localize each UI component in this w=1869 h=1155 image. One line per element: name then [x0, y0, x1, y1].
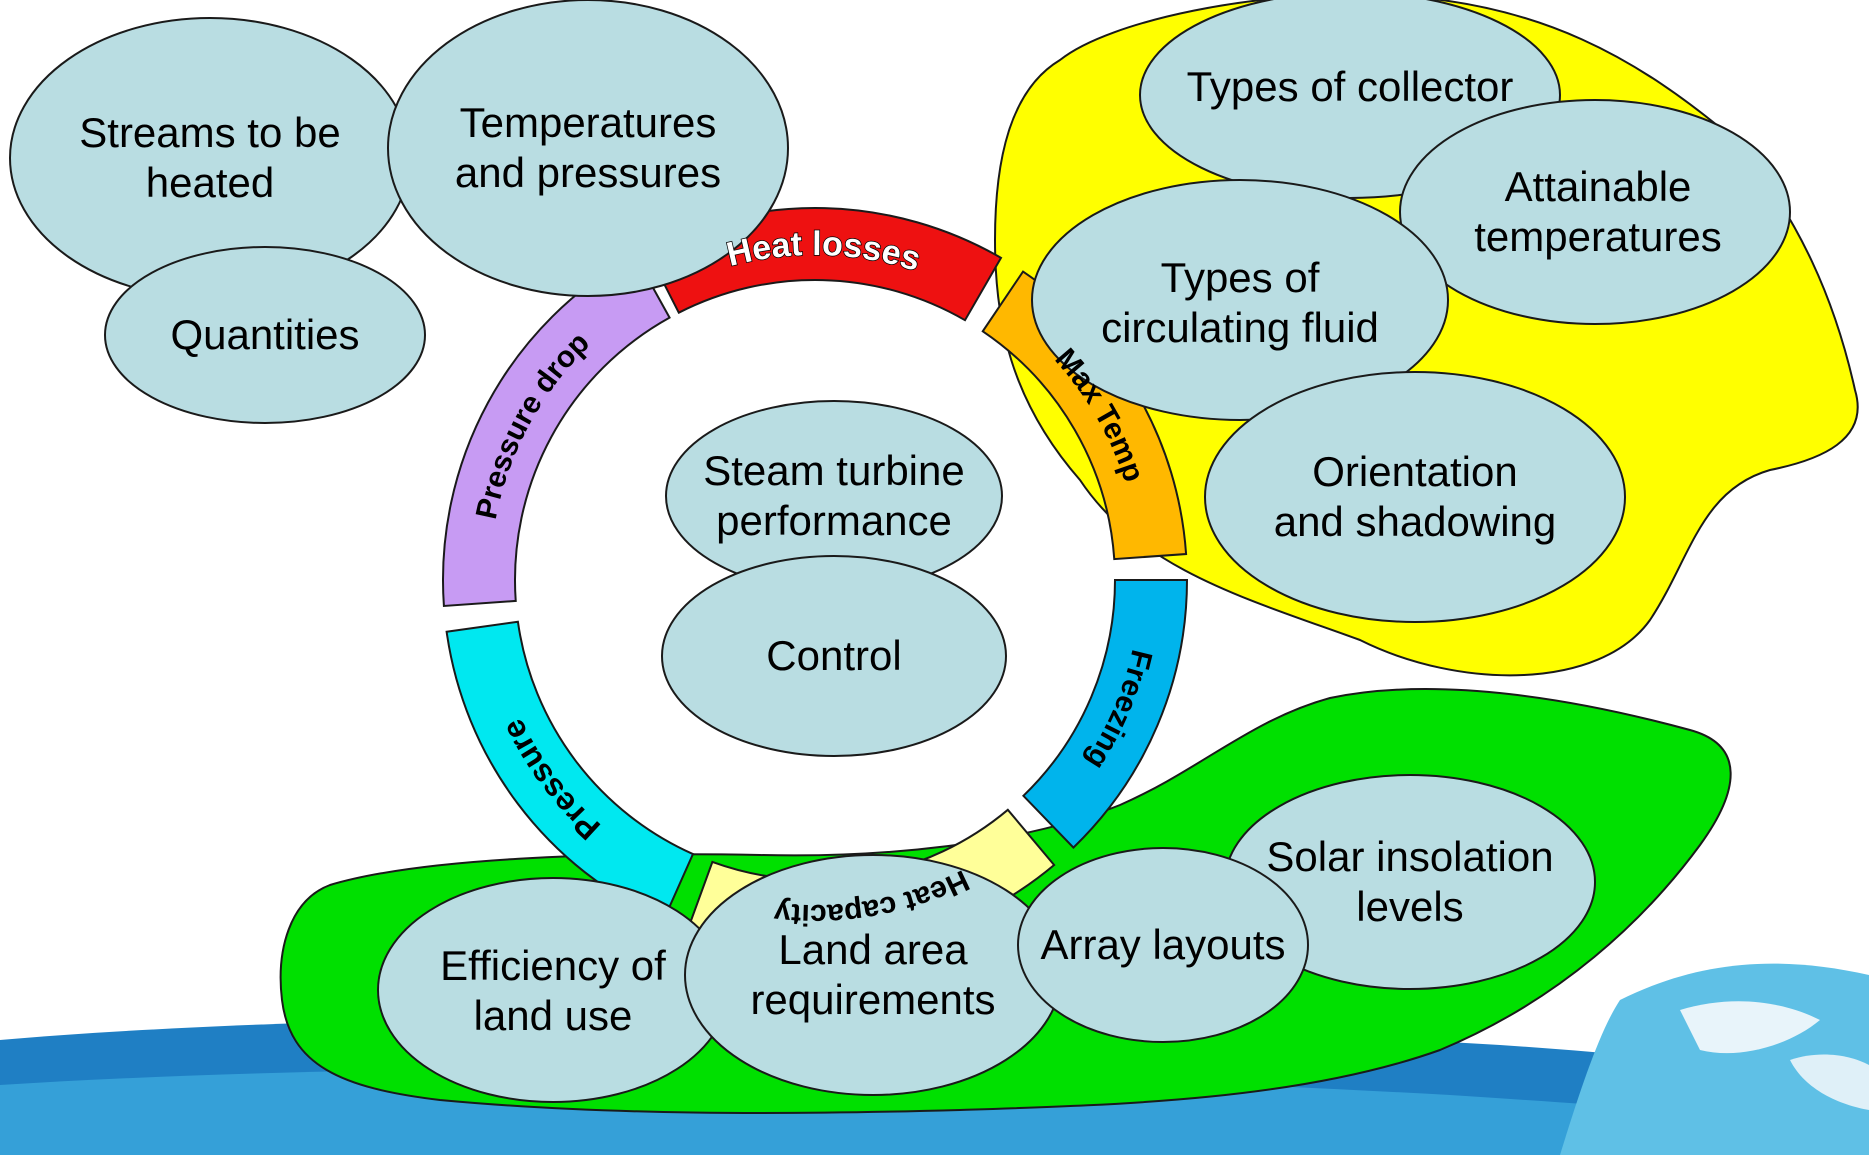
bubble-text-line: levels	[1356, 883, 1463, 930]
bubble-text-line: heated	[146, 159, 274, 206]
ring-segment-pressure	[445, 620, 695, 922]
bubble-text-line: Types of collector	[1187, 63, 1514, 110]
ring-segment-pressure-drop	[442, 253, 671, 608]
array-layouts-bubble: Array layouts	[1017, 847, 1309, 1043]
bubble-text-line: Orientation	[1312, 448, 1517, 495]
bubble-text-line: performance	[716, 497, 952, 544]
bubble-text-line: Land area	[778, 926, 968, 973]
bubble-text-line: temperatures	[1474, 213, 1721, 260]
quantities-bubble: Quantities	[104, 246, 426, 424]
bubble-text-line: requirements	[750, 976, 995, 1023]
bubble-text-line: Control	[766, 632, 901, 679]
ring-segment-freezing	[1021, 579, 1189, 850]
svg-text:Array layouts: Array layouts	[1040, 921, 1285, 968]
svg-text:Quantities: Quantities	[170, 311, 359, 358]
bubble-text-line: Steam turbine	[703, 447, 964, 494]
bubble-text-line: and shadowing	[1274, 498, 1557, 545]
bubble-text-line: Array layouts	[1040, 921, 1285, 968]
svg-text:Types of collector: Types of collector	[1187, 63, 1514, 110]
bubble-text-line: Attainable	[1505, 163, 1692, 210]
bubble-text-line: Quantities	[170, 311, 359, 358]
bubble-text-line: Solar insolation	[1266, 833, 1553, 880]
bubble-text-line: Types of	[1161, 254, 1320, 301]
bubble-text-line: circulating fluid	[1101, 304, 1379, 351]
control-bubble: Control	[661, 555, 1007, 757]
bubble-text-line: and pressures	[455, 149, 721, 196]
bubble-text-line: Temperatures	[460, 99, 717, 146]
svg-text:Control: Control	[766, 632, 901, 679]
bubble-text-line: Streams to be	[79, 109, 340, 156]
bubble-text-line: land use	[474, 992, 633, 1039]
bubble-text-line: Efficiency of	[440, 942, 666, 989]
